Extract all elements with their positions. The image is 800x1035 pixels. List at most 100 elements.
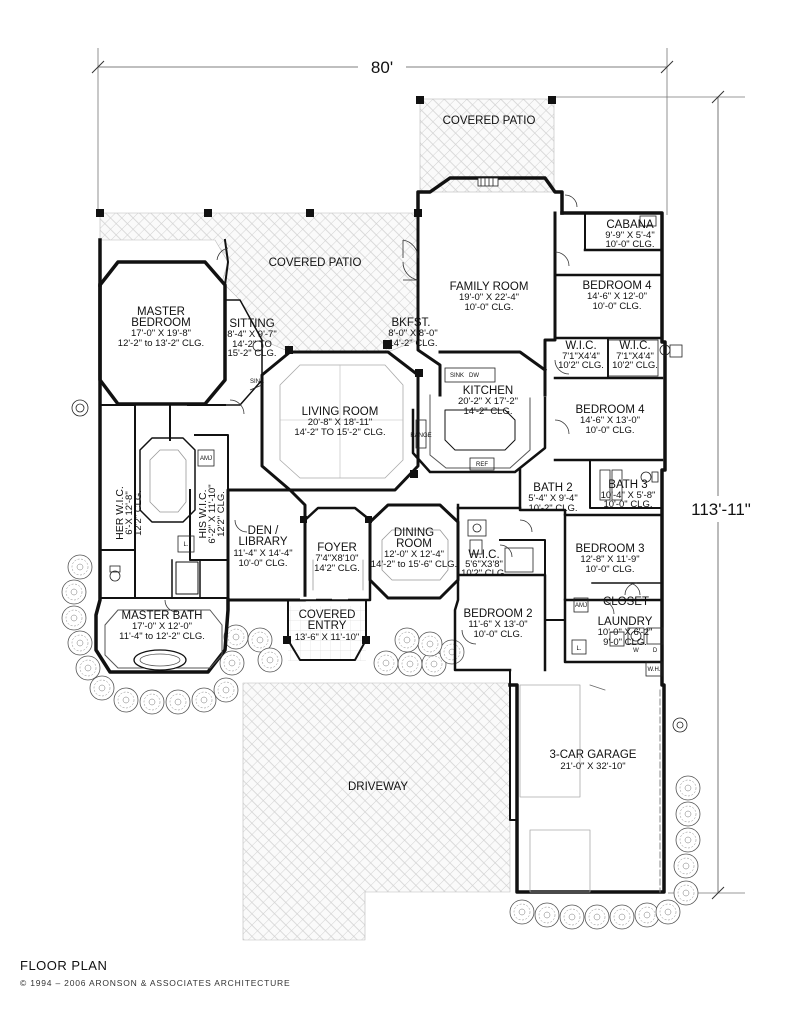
her-wic-dim-2: 12'2" CLG. xyxy=(133,490,144,536)
wic-b-dim-1: 7'1"X4'4" xyxy=(616,351,654,362)
wic-c-dim-2: 10'2" CLG. xyxy=(461,568,507,579)
linen-label-right: L. xyxy=(576,646,581,652)
doors xyxy=(164,194,641,645)
his-wic-dim-2: 12'2" CLG. xyxy=(216,491,227,537)
covered-patio-top-label: COVERED PATIO xyxy=(443,115,536,127)
bath3-dim-1: 10'-4" X 5'-8" xyxy=(601,490,656,501)
bkfst-label: BKFST. xyxy=(392,317,431,329)
washer-label: W xyxy=(633,648,639,654)
bath2-dim-2: 10'-2" CLG. xyxy=(528,503,577,514)
covered-patio-main-label: COVERED PATIO xyxy=(269,257,362,269)
foyer-label: FOYER xyxy=(317,542,357,554)
bedroom4a-label: BEDROOM 4 xyxy=(582,280,652,292)
master-bedroom-label-2: BEDROOM xyxy=(131,317,190,329)
sitting-dim-1: 8'-4" X 9'-7" xyxy=(227,329,276,340)
bedroom3-dim-2: 10'-0" CLG. xyxy=(585,564,634,575)
bedroom4a-dim-2: 10'-0" CLG. xyxy=(592,301,641,312)
laundry-dim-1: 10'-0" X 6'-2" xyxy=(598,627,653,638)
master-bath-dim-2: 11'-4" to 12'-2" CLG. xyxy=(119,631,205,642)
bkfst-dim-1: 8'-0" X 8'-0" xyxy=(388,328,437,339)
cabana-dim-1: 9'-9" X 5'-4" xyxy=(605,230,654,241)
dryer-label: D xyxy=(653,648,658,654)
fixture-labels: REF SINK DW RANGE SINK AMJ L. AMJ L. W.H… xyxy=(183,373,660,673)
his-wic-label: HIS W.I.C. xyxy=(197,489,209,538)
dining-room-label-1: DINING xyxy=(394,527,434,539)
ref-label: REF xyxy=(476,462,488,468)
amj-label-2: AMJ xyxy=(575,603,587,609)
sitting-label: SITTING xyxy=(229,318,274,330)
master-bath-dim-1: 17'-0" X 12'-0" xyxy=(132,621,192,632)
range-label: RANGE xyxy=(410,433,431,439)
dining-room-dim-1: 12'-0" X 12'-4" xyxy=(384,549,444,560)
width-dimension: 80' xyxy=(371,58,393,77)
master-bedroom-dim-2: 12'-2" to 13'-2" CLG. xyxy=(118,338,204,349)
bedroom2-dim-2: 10'-0" CLG. xyxy=(473,629,522,640)
garage-label: 3-CAR GARAGE xyxy=(550,749,637,761)
dining-room-dim-2: 14'-2" to 15'-6" CLG. xyxy=(371,559,457,570)
bedroom4b-dim-2: 10'-0" CLG. xyxy=(585,425,634,436)
master-bedroom-dim-1: 17'-0" X 19'-8" xyxy=(131,328,191,339)
closet-label: CLOSET xyxy=(603,596,649,608)
covered-entry-label-1: COVERED xyxy=(299,609,356,621)
her-wic-dim-1: 6'-X 12'-8" xyxy=(124,491,135,534)
bath2-label: BATH 2 xyxy=(533,482,572,494)
bath3-dim-2: 10'-0" CLG. xyxy=(603,499,652,510)
sink-label: SINK xyxy=(450,373,464,379)
linen-label-left: L. xyxy=(183,542,188,548)
bath2-dim-1: 5'-4" X 9'-4" xyxy=(528,493,577,504)
laundry-dim-2: 9'-0" CLG. xyxy=(603,637,647,648)
family-room-label: FAMILY ROOM xyxy=(450,281,529,293)
den-library-dim-1: 11'-4" X 14'-4" xyxy=(233,548,292,559)
room-labels: COVERED PATIO COVERED PATIO CABANA 9'-9"… xyxy=(114,115,658,793)
fixtures xyxy=(71,177,688,733)
dimension-lines xyxy=(91,48,768,900)
bkfst-dim-2: 14'-2" CLG. xyxy=(388,338,437,349)
bath3-label: BATH 3 xyxy=(608,479,647,491)
wic-b-dim-2: 10'2" CLG. xyxy=(612,360,658,371)
sitting-sink-label: SINK xyxy=(250,379,264,385)
amj-label: AMJ xyxy=(200,456,212,462)
master-bath-label: MASTER BATH xyxy=(122,610,203,622)
foyer-dim-2: 14'2" CLG. xyxy=(314,563,360,574)
bedroom2-dim-1: 11'-6" X 13'-0" xyxy=(468,619,527,630)
walls xyxy=(94,176,667,894)
his-wic-dim-1: 6'-2" X 11'-10" xyxy=(207,484,218,543)
wic-b-label: W.I.C. xyxy=(619,340,650,352)
water-heater-label: W.H. xyxy=(648,667,661,673)
cabana-label: CABANA xyxy=(606,219,654,231)
laundry-label: LAUNDRY xyxy=(598,616,653,628)
driveway-label: DRIVEWAY xyxy=(348,781,408,793)
kitchen-dim-2: 14'-2" CLG. xyxy=(463,406,512,417)
cabana-dim-2: 10'-0" CLG. xyxy=(605,239,654,250)
garage-dim-1: 21'-0" X 32'-10" xyxy=(560,761,625,772)
bedroom2-label: BEDROOM 2 xyxy=(463,608,532,620)
sitting-dim-3: 15'-2" CLG. xyxy=(227,348,276,359)
bedroom4b-dim-1: 14'-6" X 13'-0" xyxy=(580,415,640,426)
family-room-dim-2: 10'-0" CLG. xyxy=(464,302,513,313)
depth-dimension: 113'-11" xyxy=(691,500,751,519)
family-room-dim-1: 19'-0" X 22'-4" xyxy=(459,292,519,303)
bedroom4b-label: BEDROOM 4 xyxy=(575,404,645,416)
bedroom3-dim-1: 12'-8" X 11'-9" xyxy=(580,554,639,565)
her-wic-label: HER W.I.C. xyxy=(114,486,126,540)
bedroom4a-dim-1: 14'-6" X 12'-0" xyxy=(587,291,647,302)
wic-c-dim-1: 5'6"X3'8" xyxy=(465,559,503,570)
master-bedroom-label-1: MASTER xyxy=(137,306,185,318)
dw-label: DW xyxy=(469,373,479,379)
foyer-dim-1: 7'4"X8'10" xyxy=(315,553,358,564)
kitchen-label: KITCHEN xyxy=(463,385,513,397)
den-library-label-1: DEN / xyxy=(248,525,279,537)
sitting-dim-2: 14'-2" TO xyxy=(232,339,272,350)
living-room-dim-2: 14'-2" TO 15'-2" CLG. xyxy=(294,427,385,438)
living-room-label: LIVING ROOM xyxy=(302,406,379,418)
hatched-areas xyxy=(99,98,555,941)
living-room-dim-1: 20'-8" X 18'-11" xyxy=(308,417,373,428)
dining-room-label-2: ROOM xyxy=(396,538,432,550)
wic-a-label: W.I.C. xyxy=(565,340,596,352)
den-library-label-2: LIBRARY xyxy=(238,536,287,548)
plan-title: FLOOR PLAN xyxy=(20,958,108,973)
copyright-line: © 1994 – 2006 ARONSON & ASSOCIATES ARCHI… xyxy=(20,978,291,988)
columns xyxy=(96,96,556,644)
covered-entry-label-2: ENTRY xyxy=(308,620,347,632)
